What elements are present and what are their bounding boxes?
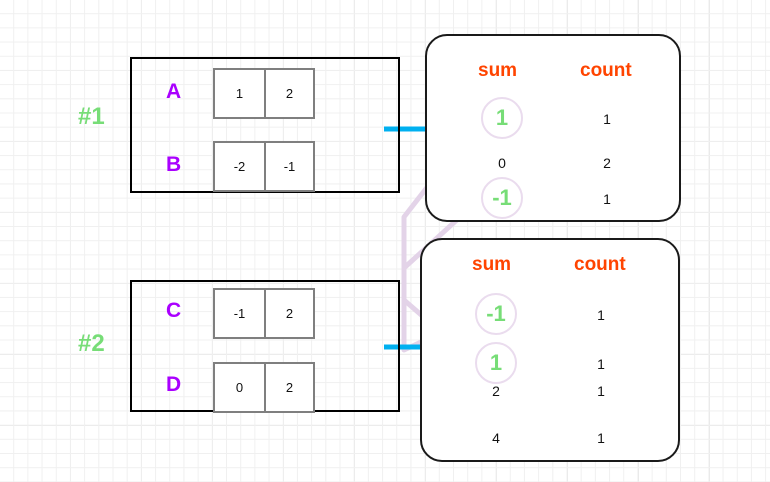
result-box-bottom xyxy=(420,238,680,462)
cell-b-0: -2 xyxy=(233,159,246,174)
row-label-c: C xyxy=(166,299,182,322)
header-count-bottom: count xyxy=(574,254,626,275)
cell-d-0: 0 xyxy=(235,380,244,395)
group-label-1: #1 xyxy=(78,103,105,130)
sum-value-top-0: 1 xyxy=(481,97,523,139)
count-value-top-2: 1 xyxy=(603,191,611,207)
group-panel-1 xyxy=(130,57,400,193)
count-value-bottom-2: 1 xyxy=(597,383,605,399)
count-value-top-1: 2 xyxy=(603,155,611,171)
cell-b-1: -1 xyxy=(263,143,313,190)
sum-value-bottom-3: 4 xyxy=(492,430,500,446)
cell-pair-a: 1 2 xyxy=(213,68,315,119)
result-box-top xyxy=(425,34,681,222)
sum-value-bottom-2: 2 xyxy=(492,383,500,399)
cell-c-1: 2 xyxy=(263,290,313,337)
count-value-bottom-3: 1 xyxy=(597,430,605,446)
count-value-top-0: 1 xyxy=(603,111,611,127)
sum-value-top-1: 0 xyxy=(498,155,506,171)
cell-pair-c: -1 2 xyxy=(213,288,315,339)
sum-value-bottom-0: -1 xyxy=(475,293,517,335)
sum-value-top-2: -1 xyxy=(481,177,523,219)
cell-a-1: 2 xyxy=(263,70,313,117)
sum-value-bottom-1: 1 xyxy=(475,342,517,384)
cell-d-1: 2 xyxy=(263,364,313,411)
cell-a-0: 1 xyxy=(235,86,244,101)
row-label-a: A xyxy=(166,80,182,103)
header-count-top: count xyxy=(580,60,632,81)
group-label-2: #2 xyxy=(78,330,105,357)
row-label-b: B xyxy=(166,153,182,176)
count-value-bottom-1: 1 xyxy=(597,356,605,372)
header-sum-bottom: sum xyxy=(472,254,512,275)
cell-pair-b: -2 -1 xyxy=(213,141,315,192)
cell-c-0: -1 xyxy=(233,306,246,321)
cell-pair-d: 0 2 xyxy=(213,362,315,413)
row-label-d: D xyxy=(166,373,182,396)
header-sum-top: sum xyxy=(478,60,518,81)
count-value-bottom-0: 1 xyxy=(597,307,605,323)
